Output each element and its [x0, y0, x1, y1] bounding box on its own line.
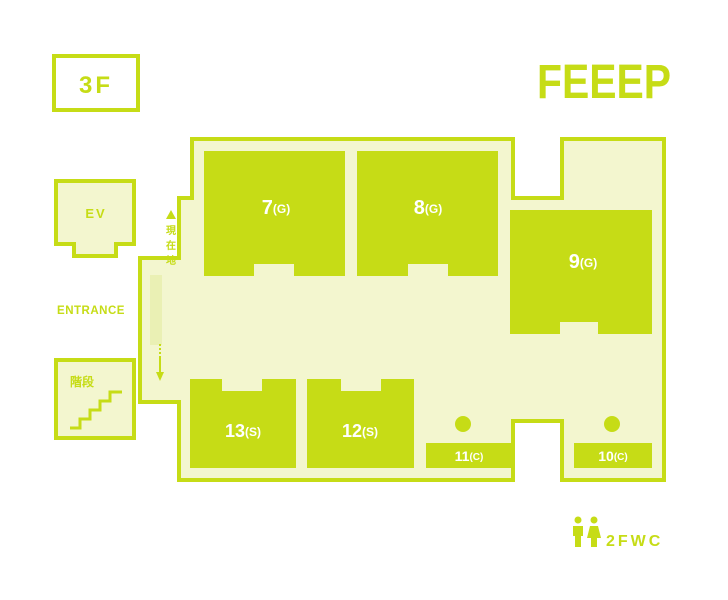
- elevator: EV: [54, 179, 136, 258]
- entrance-corridor: [150, 275, 162, 345]
- stairs: 階段: [54, 358, 136, 440]
- room-8-number: 8: [414, 197, 425, 219]
- room-10-number: 10: [598, 448, 614, 464]
- room-11-label: 11(C): [455, 448, 484, 464]
- room-8[interactable]: 8(G): [357, 151, 498, 276]
- floor-label-box: 3F: [52, 54, 140, 112]
- you-are-here: 現 在 地: [166, 210, 176, 267]
- you-are-here-char-2: 在: [166, 239, 176, 252]
- stairs-label: 階段: [70, 374, 95, 389]
- room-8-label: 8(G): [414, 197, 442, 219]
- elevator-label: EV: [85, 206, 106, 221]
- room-10-type: (C): [614, 452, 628, 463]
- room-9-label: 9(G): [569, 251, 597, 273]
- room-13-number: 13: [225, 421, 245, 441]
- dot-icon: [604, 416, 620, 432]
- room-13-type: (S): [245, 425, 261, 439]
- room-12-number: 12: [342, 421, 362, 441]
- room-8-type: (G): [425, 202, 442, 216]
- room-11-number: 11: [455, 448, 470, 464]
- you-are-here-char-3: 地: [166, 254, 176, 267]
- dot-icon: [455, 416, 471, 432]
- triangle-up-icon: [166, 210, 176, 219]
- room-7-number: 7: [262, 197, 273, 219]
- floor-label: 3F: [79, 72, 113, 99]
- room-12[interactable]: 12(S): [307, 379, 414, 468]
- room-9-number: 9: [569, 251, 580, 273]
- room-9-type: (G): [580, 256, 597, 270]
- room-7-type: (G): [273, 202, 290, 216]
- room-11[interactable]: 11(C): [426, 416, 513, 468]
- restroom: 2FWC: [573, 516, 663, 550]
- room-12-label: 12(S): [342, 421, 378, 441]
- room-7[interactable]: 7(G): [204, 151, 345, 276]
- room-10[interactable]: 10(C): [574, 416, 652, 468]
- room-9[interactable]: 9(G): [510, 210, 652, 334]
- brand-logo: FEEEP: [537, 56, 671, 109]
- stairs-icon: [70, 390, 122, 430]
- arrow-down-icon: [156, 344, 164, 381]
- room-13[interactable]: 13(S): [190, 379, 296, 468]
- room-7-label: 7(G): [262, 197, 290, 219]
- entrance-label: ENTRANCE: [57, 305, 125, 317]
- room-13-label: 13(S): [225, 421, 261, 441]
- room-12-type: (S): [362, 425, 378, 439]
- room-10-label: 10(C): [598, 448, 627, 464]
- restroom-label: 2FWC: [606, 533, 663, 550]
- room-11-type: (C): [469, 452, 483, 463]
- restroom-icon: [573, 516, 601, 547]
- you-are-here-char-1: 現: [166, 225, 176, 237]
